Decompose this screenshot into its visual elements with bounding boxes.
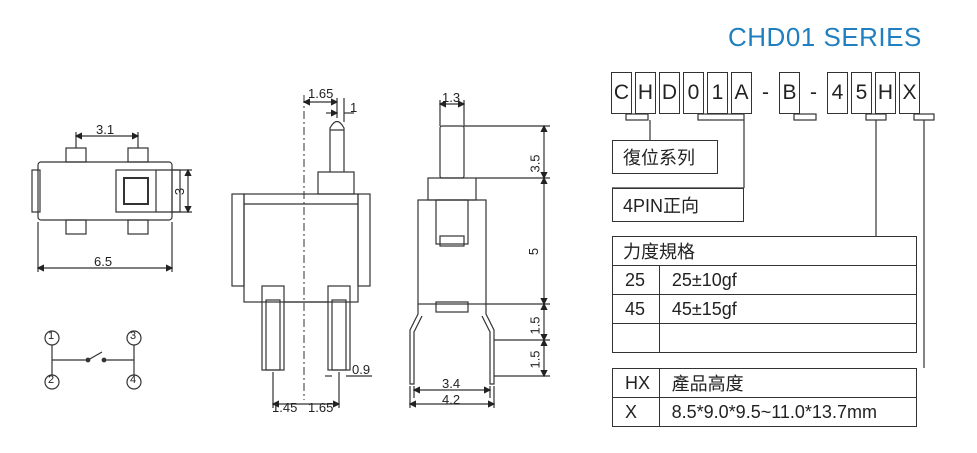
code-char: A <box>731 72 752 114</box>
dim-front-bottom-b: 1.65 <box>308 400 334 415</box>
dim-side-inner: 3.4 <box>442 376 461 391</box>
force-code <box>612 323 660 353</box>
force-value: 25±10gf <box>658 265 918 295</box>
pin-label-3: 3 <box>130 330 137 342</box>
height-header-label: 產品高度 <box>658 368 918 398</box>
side-view <box>408 100 550 408</box>
pin-label-2: 2 <box>48 374 55 386</box>
height-value: 8.5*9.0*9.5~11.0*13.7mm <box>658 397 918 427</box>
height-code: X <box>612 397 660 427</box>
dim-top-width: 6.5 <box>94 254 113 269</box>
part-code: C H D 0 1 A - B - 4 5 H X <box>611 72 923 114</box>
dim-top-pitch: 3.1 <box>96 122 115 137</box>
dim-side-h4: 1.5 <box>527 350 543 369</box>
force-code: 25 <box>612 265 660 295</box>
dim-top-height: 3 <box>172 187 188 196</box>
code-char: H <box>635 72 656 114</box>
series-title: CHD01 SERIES <box>728 22 922 52</box>
dim-side-outer: 4.2 <box>442 392 461 407</box>
force-table-header: 力度規格 <box>612 236 917 266</box>
code-char: H <box>875 72 896 114</box>
code-char: 1 <box>707 72 728 114</box>
code-dash: - <box>762 81 769 104</box>
code-char: C <box>611 72 632 114</box>
table-row <box>612 323 918 353</box>
dim-side-top: 1.3 <box>442 90 461 105</box>
dim-side-h3: 1.5 <box>527 316 543 335</box>
code-char: 5 <box>851 72 872 114</box>
height-header-code: HX <box>612 368 660 398</box>
pin-label-1: 1 <box>48 330 55 342</box>
pin-config-label: 4PIN正向 <box>612 188 744 222</box>
dim-front-pin: 0.9 <box>352 362 371 377</box>
force-value: 45±15gf <box>658 294 918 324</box>
code-char: 4 <box>827 72 848 114</box>
code-char: X <box>899 72 920 114</box>
force-value <box>658 323 918 353</box>
force-code: 45 <box>612 294 660 324</box>
code-char: B <box>779 72 800 114</box>
pin-label-4: 4 <box>130 374 137 386</box>
top-view <box>31 132 192 272</box>
dim-front-top-a: 1.65 <box>308 86 334 101</box>
code-dash: - <box>810 81 817 104</box>
dim-front-bottom-a: 1.45 <box>272 400 298 415</box>
dim-front-top-b: 1 <box>350 100 358 115</box>
code-char: 0 <box>683 72 704 114</box>
reset-type-label: 復位系列 <box>612 140 718 174</box>
front-view <box>231 95 372 408</box>
dim-side-h2: 5 <box>526 247 542 256</box>
code-char: D <box>659 72 680 114</box>
dim-side-h1: 3.5 <box>527 154 543 173</box>
switch-schematic <box>44 330 142 390</box>
